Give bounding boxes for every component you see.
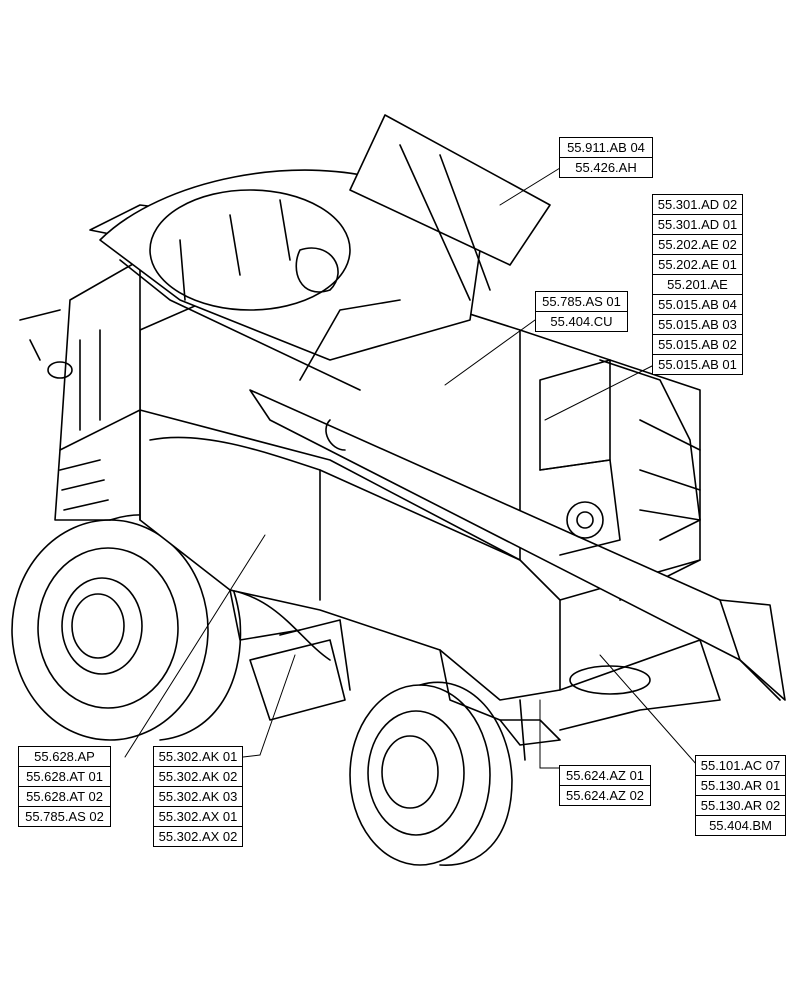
- callout-box-steps: 55.302.AK 01 55.302.AK 02 55.302.AK 03 5…: [153, 746, 243, 847]
- part-ref-label[interactable]: 55.624.AZ 01: [560, 766, 650, 786]
- right-front-wheel: [349, 681, 513, 866]
- part-ref-label[interactable]: 55.101.AC 07: [696, 756, 785, 776]
- part-ref-label[interactable]: 55.130.AR 01: [696, 776, 785, 796]
- part-ref-label[interactable]: 55.015.AB 01: [658, 357, 737, 372]
- part-ref-label[interactable]: 55.302.AX 01: [154, 807, 242, 827]
- part-ref-label[interactable]: 55.624.AZ 02: [565, 788, 645, 803]
- part-ref-label[interactable]: 55.404.BM: [709, 818, 772, 833]
- callout-box-rear-frame: 55.101.AC 07 55.130.AR 01 55.130.AR 02 5…: [695, 755, 786, 836]
- part-ref-label[interactable]: 55.628.AT 01: [19, 767, 110, 787]
- part-ref-label[interactable]: 55.015.AB 04: [653, 295, 742, 315]
- ladder: [249, 619, 561, 761]
- part-ref-label[interactable]: 55.201.AE: [653, 275, 742, 295]
- part-ref-label[interactable]: 55.015.AB 02: [653, 335, 742, 355]
- part-ref-label[interactable]: 55.785.AS 02: [25, 809, 104, 824]
- part-ref-label[interactable]: 55.130.AR 02: [696, 796, 785, 816]
- part-ref-label[interactable]: 55.911.AB 04: [560, 138, 652, 158]
- leader-lines: [124, 167, 698, 769]
- callout-box-lid: 55.911.AB 04 55.426.AH: [559, 137, 653, 178]
- part-ref-label[interactable]: 55.302.AK 02: [154, 767, 242, 787]
- part-ref-label[interactable]: 55.301.AD 01: [653, 215, 742, 235]
- callout-box-engine: 55.301.AD 02 55.301.AD 01 55.202.AE 02 5…: [652, 194, 743, 375]
- callout-box-rear-step: 55.624.AZ 01 55.624.AZ 02: [559, 765, 651, 806]
- grain-tank: [99, 114, 551, 391]
- part-ref-label[interactable]: 55.628.AT 02: [19, 787, 110, 807]
- part-ref-label[interactable]: 55.302.AK 01: [154, 747, 242, 767]
- left-rear-wheel: [11, 514, 242, 741]
- cab-area: [19, 204, 181, 521]
- part-ref-label[interactable]: 55.202.AE 01: [653, 255, 742, 275]
- part-ref-label[interactable]: 55.302.AX 02: [158, 829, 238, 844]
- part-ref-label[interactable]: 55.302.AK 03: [154, 787, 242, 807]
- part-ref-label[interactable]: 55.301.AD 02: [653, 195, 742, 215]
- engine-deck: [539, 359, 701, 556]
- part-ref-label[interactable]: 55.404.CU: [550, 314, 613, 329]
- callout-box-auger: 55.785.AS 01 55.404.CU: [535, 291, 628, 332]
- callout-box-body-panel: 55.628.AP 55.628.AT 01 55.628.AT 02 55.7…: [18, 746, 111, 827]
- unloading-auger: [249, 389, 786, 701]
- part-ref-label[interactable]: 55.015.AB 03: [653, 315, 742, 335]
- part-ref-label[interactable]: 55.785.AS 01: [536, 292, 627, 312]
- part-ref-label[interactable]: 55.202.AE 02: [653, 235, 742, 255]
- part-ref-label[interactable]: 55.628.AP: [19, 747, 110, 767]
- part-ref-label[interactable]: 55.426.AH: [575, 160, 637, 175]
